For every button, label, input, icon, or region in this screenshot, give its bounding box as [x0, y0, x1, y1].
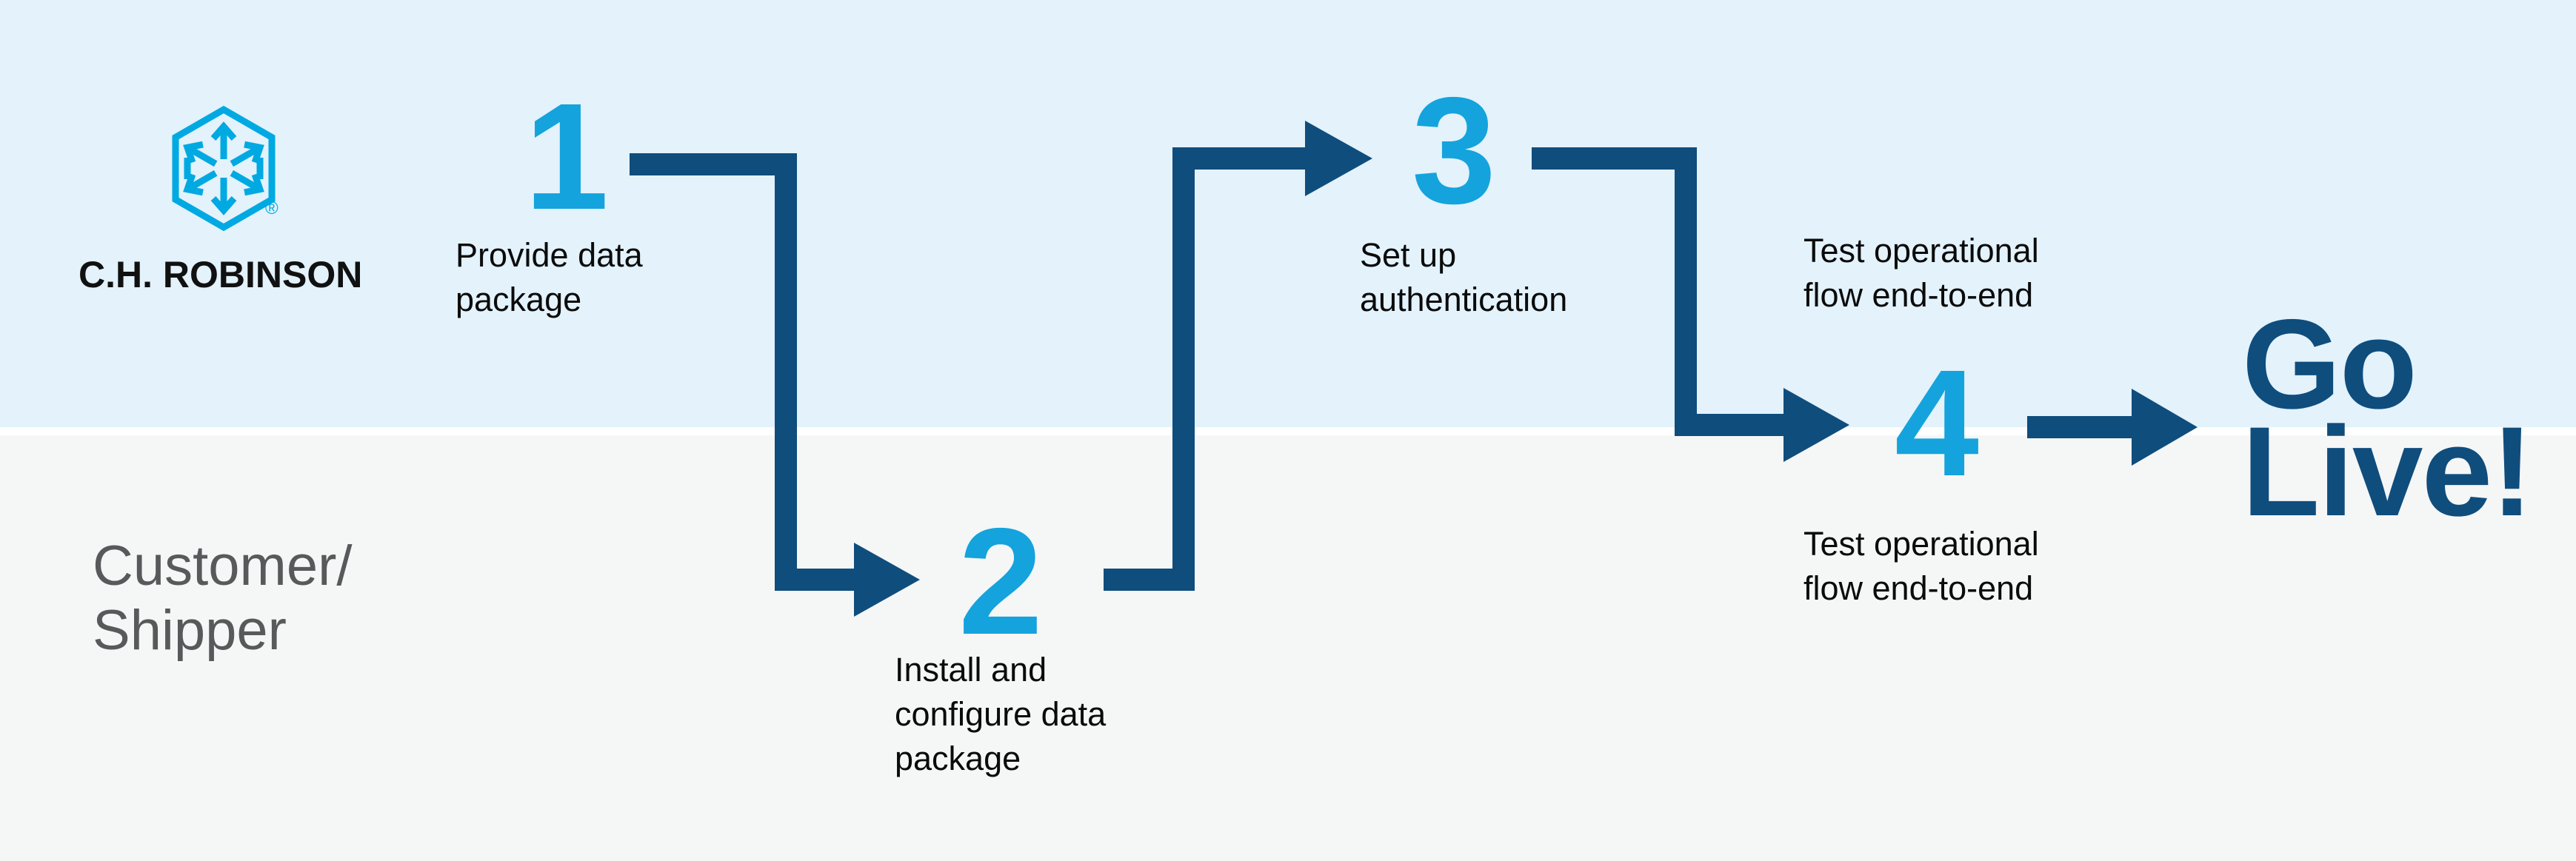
lane-customer-band	[0, 435, 2576, 861]
brand-name: C.H. ROBINSON	[79, 254, 363, 295]
lane-chrobinson-band	[0, 0, 2576, 427]
lane-label-line-2: Shipper	[93, 599, 287, 662]
step-3-label: Set up authentication	[1360, 233, 1567, 322]
step-2-label-line-1: Install and	[895, 651, 1047, 689]
go-live-line-1: Go	[2242, 293, 2417, 435]
go-live-line-2: Live!	[2242, 401, 2533, 543]
step-1-number: 1	[524, 72, 609, 241]
step-3-label-line-1: Set up	[1360, 236, 1457, 274]
step-1-label-line-1: Provide data	[456, 236, 643, 274]
step-1-label-line-2: package	[456, 281, 582, 318]
step-2-label-line-2: configure data	[895, 695, 1107, 733]
step-4-number: 4	[1894, 338, 1979, 508]
lane-divider	[0, 427, 2576, 435]
step-4-label-below-line-1: Test operational	[1803, 525, 2039, 563]
lane-label-line-1: Customer/	[93, 535, 353, 597]
chr-hexagon-logo-icon	[172, 106, 276, 231]
step-2-label: Install and configure data package	[895, 648, 1106, 781]
go-live-text: Go Live!	[2242, 293, 2533, 543]
step-2-label-line-3: package	[895, 740, 1021, 777]
step-4-label-above-line-2: flow end-to-end	[1803, 276, 2034, 314]
step-4-label-below: Test operational flow end-to-end	[1803, 522, 2039, 611]
step-2-number: 2	[958, 497, 1043, 666]
step-3-number: 3	[1411, 66, 1496, 235]
registered-trademark-symbol: ®	[265, 198, 278, 218]
step-3-label-line-2: authentication	[1360, 281, 1568, 318]
step-4-label-above-line-1: Test operational	[1803, 232, 2039, 269]
step-4-label-below-line-2: flow end-to-end	[1803, 569, 2034, 607]
step-1-label: Provide data package	[456, 233, 643, 322]
step-4-label-above: Test operational flow end-to-end	[1803, 229, 2039, 318]
lane-label-customer-shipper: Customer/ Shipper	[93, 534, 353, 663]
